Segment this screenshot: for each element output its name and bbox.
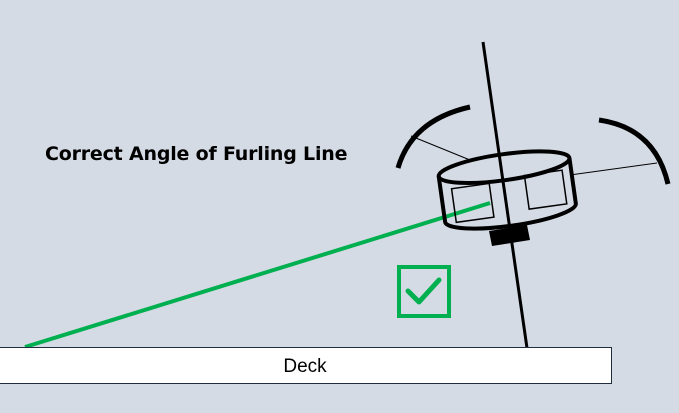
- right-guard-arc: [598, 117, 671, 185]
- drum-window-left: [450, 182, 495, 224]
- drum-base: [489, 225, 530, 246]
- diagram-title: Correct Angle of Furling Line: [45, 143, 348, 165]
- left-guard-support: [410, 135, 471, 161]
- deck: Deck: [0, 347, 612, 384]
- check-mark-icon: [397, 265, 451, 318]
- furling-drum: [436, 149, 578, 231]
- drum-window-right: [523, 169, 568, 210]
- right-guard-support: [569, 162, 658, 176]
- left-guard-arc: [395, 104, 471, 169]
- furling-line: [24, 201, 491, 349]
- forestay: [481, 41, 529, 349]
- deck-label: Deck: [283, 356, 327, 377]
